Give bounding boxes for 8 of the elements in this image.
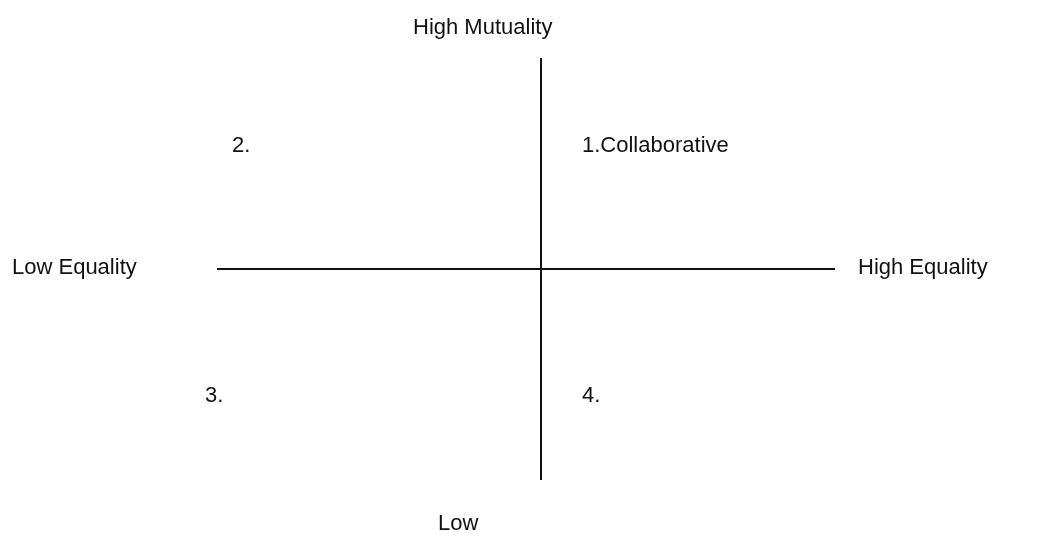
axis-label: 2. — [232, 132, 251, 158]
axis-label: Low Equality — [12, 254, 137, 280]
axis-label: 4. — [582, 382, 601, 408]
axis-label: 1.Collaborative — [582, 132, 729, 158]
axis-label: 3. — [205, 382, 224, 408]
axis-label: Low — [438, 510, 479, 536]
axis-label: High Equality — [858, 254, 988, 280]
axis-label: High Mutuality — [413, 14, 553, 40]
